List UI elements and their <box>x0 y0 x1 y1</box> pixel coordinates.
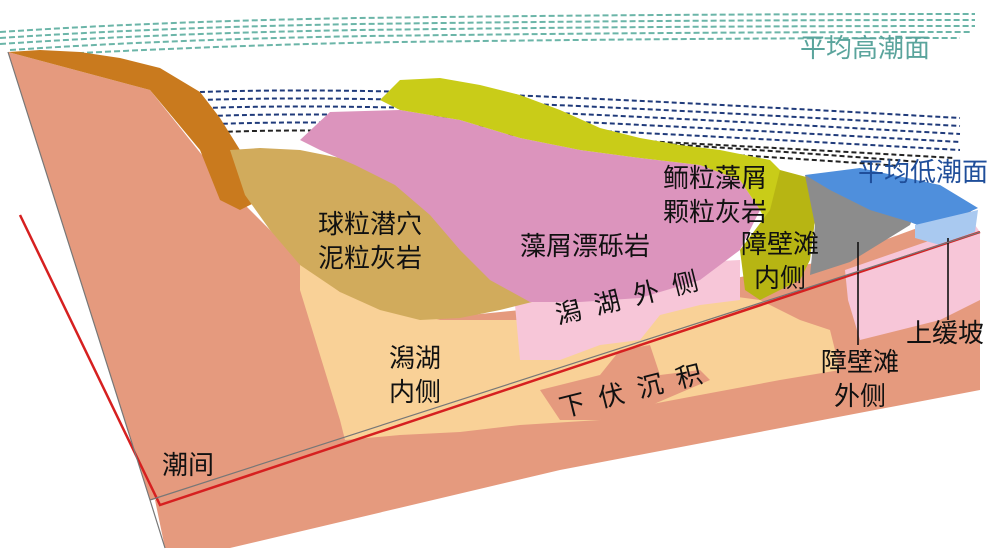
high-tide-wave-field <box>0 13 976 55</box>
lagoon-inner-label-line2: 内侧 <box>388 378 441 408</box>
pellet-burrow-label-line2: 泥粒灰岩 <box>317 244 422 274</box>
mean-low-tide-label: 平均低潮面 <box>858 158 989 188</box>
reef-outer-label: 障壁滩 外侧 <box>808 346 912 414</box>
block-outline <box>7 51 981 549</box>
upper-gentle-slope-zone <box>845 225 980 340</box>
mean-high-tide-label: 平均高潮面 <box>800 34 931 64</box>
low-tide-water <box>805 168 978 230</box>
upper-gentle-slope-label: 上缓坡 <box>906 319 985 349</box>
block-left-face <box>8 52 972 500</box>
oolite-algal-label: 鲕粒藻屑 颗粒灰岩 <box>650 162 780 230</box>
pellet-burrow-label-line1: 球粒潜穴 <box>317 210 422 240</box>
algal-rudstone-label: 藻屑漂砾岩 <box>520 232 651 262</box>
algal-rudstone-zone <box>300 110 760 302</box>
pellet-burrow-zone <box>230 148 540 320</box>
reef-inner-label-line2: 内侧 <box>753 264 806 294</box>
reef-inner-label: 障壁滩 内侧 <box>730 228 830 296</box>
oolite-algal-label-line2: 颗粒灰岩 <box>662 198 767 228</box>
reef-inner-zone <box>740 170 815 300</box>
water-shallow-strip <box>915 210 978 245</box>
oolite-algal-label-line1: 鲕粒藻屑 <box>662 164 767 194</box>
reef-outer-label-line2: 外侧 <box>833 382 886 412</box>
oolite-algal-zone <box>380 78 790 250</box>
lagoon-inner-label: 潟湖 内侧 <box>370 342 460 410</box>
lagoon-outer-zone <box>515 260 740 360</box>
reef-inner-label-line1: 障壁滩 <box>740 230 819 260</box>
reef-outer-label-line1: 障壁滩 <box>820 348 899 378</box>
boundary-line <box>18 214 981 507</box>
intertidal-hill-zone <box>8 50 270 210</box>
lagoon-inner-label-line1: 潟湖 <box>388 344 441 374</box>
underlying-deposit-steps <box>540 345 710 420</box>
intertidal-label: 潮间 <box>162 451 215 481</box>
pellet-burrow-label: 球粒潜穴 泥粒灰岩 <box>300 208 440 276</box>
